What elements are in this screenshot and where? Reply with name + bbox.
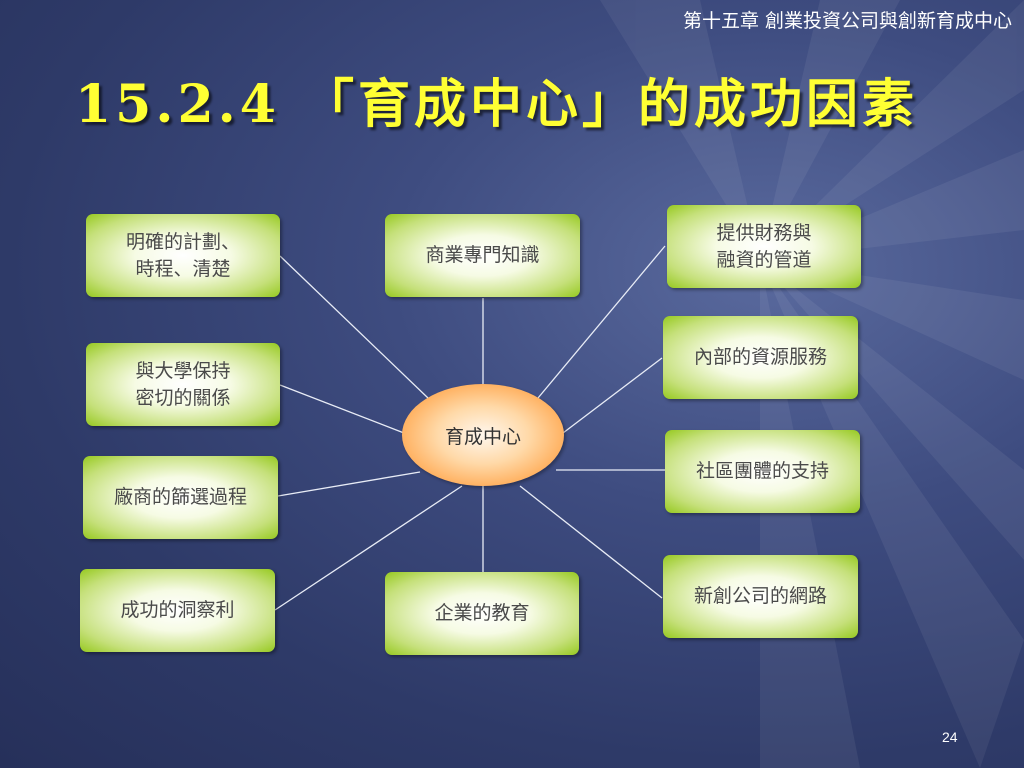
incubator-center-label: 育成中心 (444, 425, 521, 448)
factor-expertise: 商業專門知識 (385, 214, 580, 297)
connector-screening (277, 471, 421, 497)
connector-startup-network (519, 485, 663, 599)
page-number: 24 (942, 729, 958, 745)
factor-screening: 廠商的篩選過程 (83, 456, 278, 539)
factor-internal-resources: 內部的資源服務 (663, 316, 858, 399)
slide-title: 15.2.4 「育成中心」的成功因素 (75, 74, 919, 135)
connector-finance (537, 245, 666, 399)
connector-university (279, 384, 405, 434)
factor-insight: 成功的洞察利 (80, 569, 275, 652)
factor-finance: 提供財務與 融資的管道 (667, 205, 861, 288)
connector-plan (279, 255, 429, 399)
connector-internal-resources (562, 357, 663, 434)
factor-startup-network: 新創公司的網路 (663, 555, 858, 638)
factor-education: 企業的教育 (385, 572, 579, 655)
connector-insight (274, 485, 463, 611)
factor-plan: 明確的計劃、 時程、清楚 (86, 214, 280, 297)
incubator-center-node: 育成中心 (402, 384, 564, 486)
factor-university: 與大學保持 密切的關係 (86, 343, 280, 426)
factor-community: 社區團體的支持 (665, 430, 860, 513)
chapter-header: 第十五章 創業投資公司與創新育成中心 (682, 10, 1012, 32)
